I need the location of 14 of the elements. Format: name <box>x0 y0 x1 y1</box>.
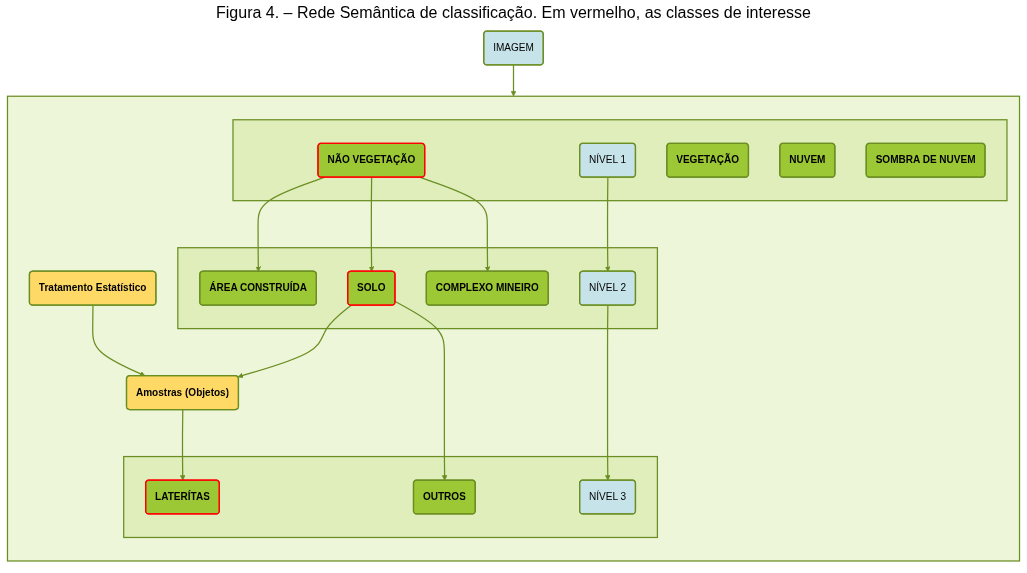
arrow <box>394 300 448 481</box>
cluster <box>123 455 659 539</box>
arrow <box>368 176 375 272</box>
figure-title: Figura 4. – Rede Semântica de classificação. Em vermelho, as classes de interesse <box>215 4 812 22</box>
arrow <box>510 64 517 97</box>
cluster <box>232 119 1008 202</box>
arrow <box>179 409 186 481</box>
arrow <box>237 304 352 379</box>
arrow <box>605 304 611 481</box>
cluster <box>177 247 659 330</box>
arrow <box>92 304 146 377</box>
cluster <box>6 95 1021 562</box>
arrow <box>605 176 611 272</box>
arrow <box>255 176 325 272</box>
